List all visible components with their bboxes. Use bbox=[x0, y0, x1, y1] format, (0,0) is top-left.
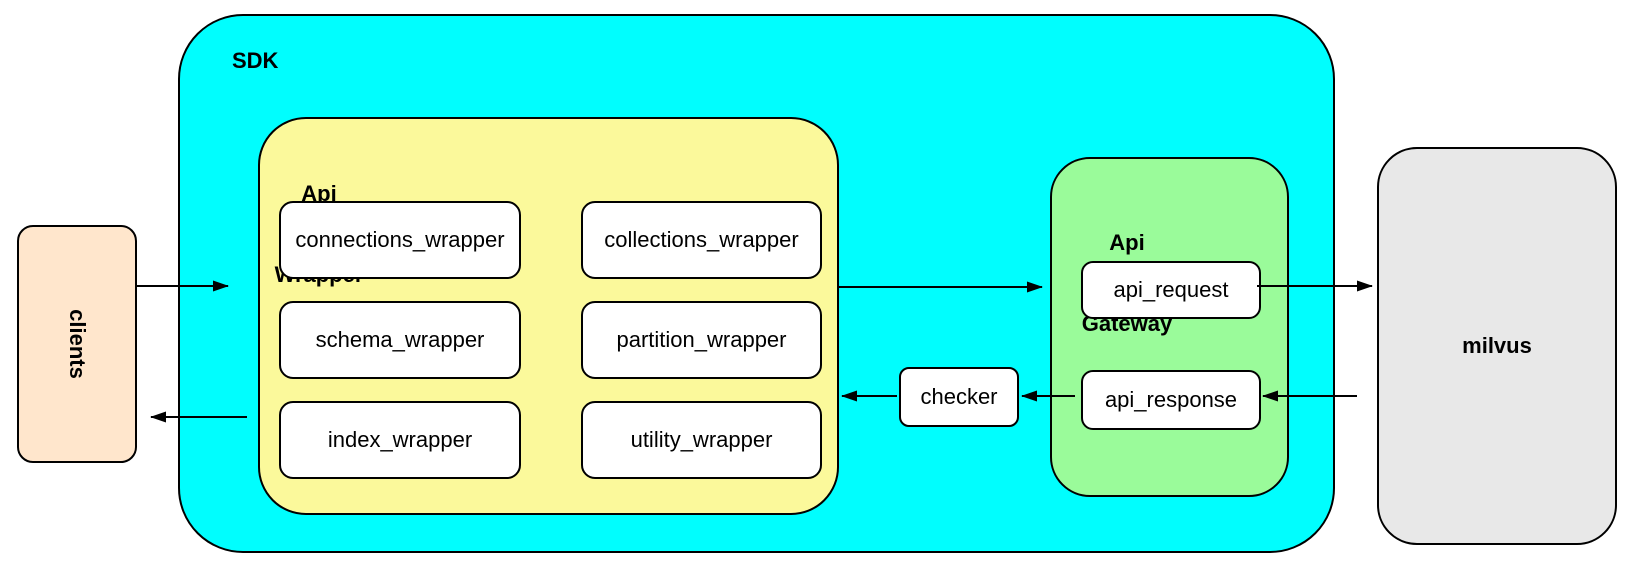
sdk-box: SDK Api Wrapper connections_wrapper coll… bbox=[178, 14, 1335, 553]
clients-label: clients bbox=[64, 309, 90, 379]
index-wrapper-box: index_wrapper bbox=[279, 401, 521, 479]
api-response-box: api_response bbox=[1081, 370, 1261, 430]
checker-label: checker bbox=[920, 384, 998, 409]
collections-wrapper-box: collections_wrapper bbox=[581, 201, 822, 279]
checker-box: checker bbox=[899, 367, 1019, 427]
partition-wrapper-box: partition_wrapper bbox=[581, 301, 822, 379]
milvus-label: milvus bbox=[1462, 333, 1532, 358]
sdk-label: SDK bbox=[232, 48, 279, 73]
connections-wrapper-label: connections_wrapper bbox=[295, 227, 505, 252]
partition-wrapper-label: partition_wrapper bbox=[616, 327, 787, 352]
api-wrapper-box: Api Wrapper connections_wrapper collecti… bbox=[258, 117, 839, 515]
clients-box: clients bbox=[17, 225, 137, 463]
api-request-box: api_request bbox=[1081, 261, 1261, 319]
schema-wrapper-box: schema_wrapper bbox=[279, 301, 521, 379]
utility-wrapper-box: utility_wrapper bbox=[581, 401, 822, 479]
api-gateway-box: Api Gateway api_request api_response bbox=[1050, 157, 1289, 497]
connections-wrapper-box: connections_wrapper bbox=[279, 201, 521, 279]
utility-wrapper-label: utility_wrapper bbox=[630, 427, 773, 452]
api-request-label: api_request bbox=[1113, 277, 1229, 302]
milvus-box: milvus bbox=[1377, 147, 1617, 545]
api-response-label: api_response bbox=[1104, 387, 1238, 412]
clients-label-wrap: clients bbox=[19, 227, 135, 461]
api-gateway-label-line1: Api bbox=[1109, 230, 1145, 255]
collections-wrapper-label: collections_wrapper bbox=[604, 227, 799, 252]
schema-wrapper-label: schema_wrapper bbox=[315, 327, 485, 352]
index-wrapper-label: index_wrapper bbox=[327, 427, 473, 452]
